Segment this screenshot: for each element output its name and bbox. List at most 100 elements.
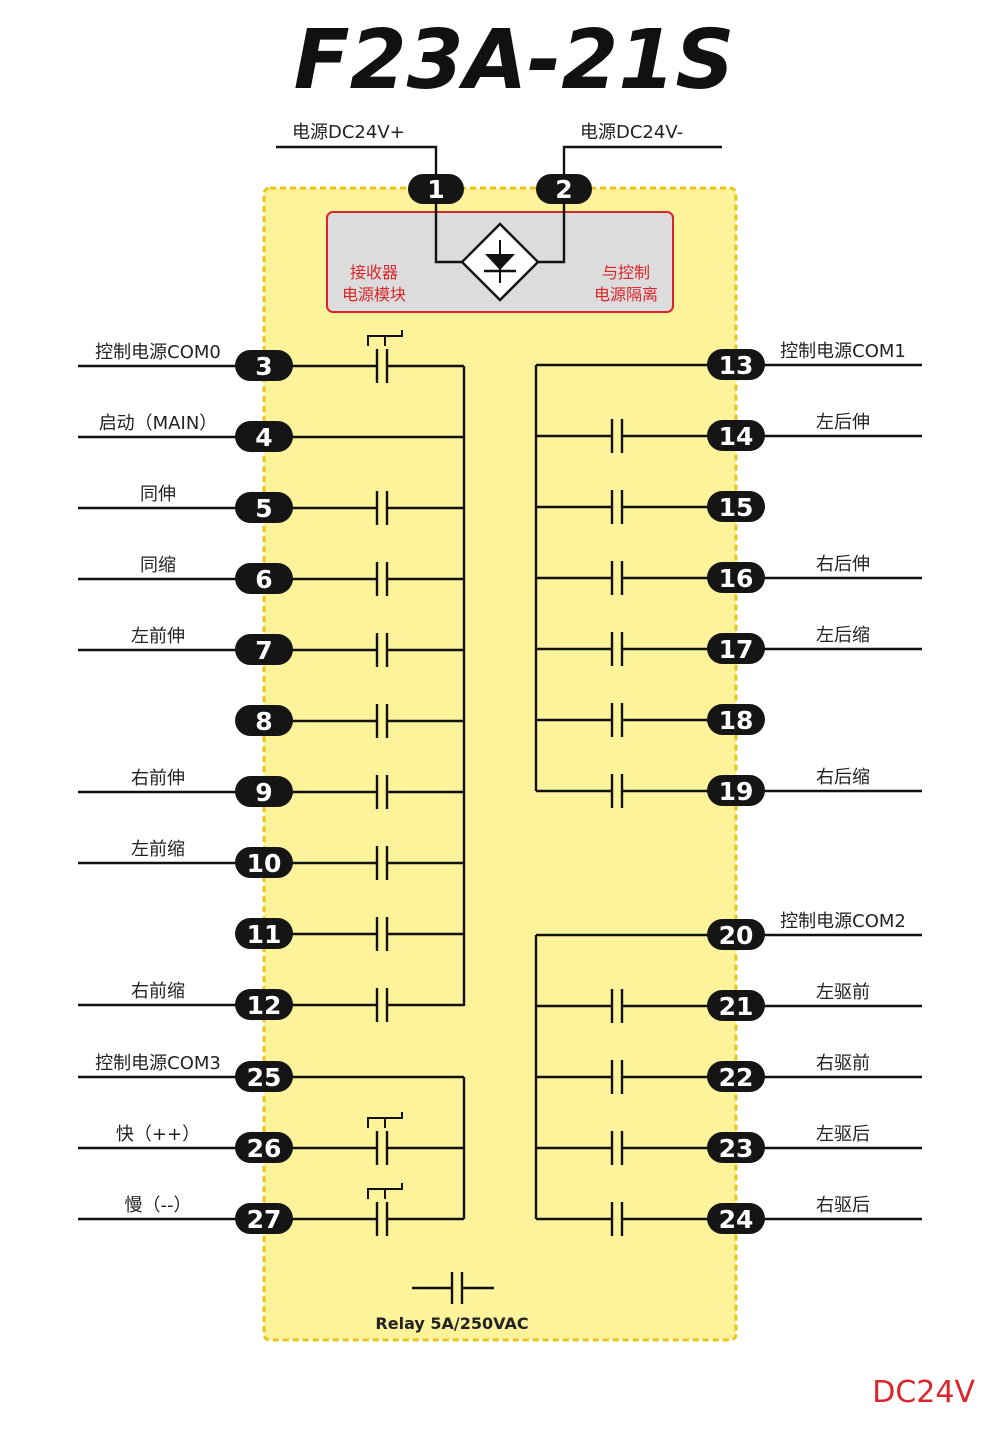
module-right-line1: 与控制 <box>602 263 650 282</box>
pin-label: 慢（--） <box>125 1195 192 1216</box>
pin-label: 右驱前 <box>816 1053 870 1074</box>
left-pin-3: 控制电源COM0 3 <box>78 330 464 383</box>
relay-legend-icon <box>412 1272 494 1304</box>
pin-number: 8 <box>255 707 272 736</box>
pin-number: 23 <box>719 1134 754 1163</box>
pin-label: 快（++） <box>116 1124 200 1145</box>
power-minus-wire <box>538 145 722 264</box>
relay-rating-label: Relay 5A/250VAC <box>375 1314 528 1333</box>
pin-number: 7 <box>255 636 272 665</box>
pin-badge <box>235 1132 293 1163</box>
pin-badge <box>707 1061 765 1092</box>
pin-number: 13 <box>719 351 754 380</box>
pin-2: 2 <box>536 174 592 204</box>
push-button-icon <box>367 1183 403 1199</box>
power-plus-label: 电源DC24V+ <box>292 122 405 143</box>
pin-badge <box>235 918 293 949</box>
pin-number: 27 <box>247 1205 282 1234</box>
pin-badge <box>707 562 765 593</box>
pin-badge <box>707 1203 765 1234</box>
pin-badge <box>408 174 464 204</box>
right-pin-19: 右后缩 19 <box>536 767 922 808</box>
pin-label: 右前缩 <box>131 981 185 1002</box>
pin-number: 11 <box>247 920 282 949</box>
rectifier-icon <box>460 222 540 302</box>
pin-label: 左驱前 <box>816 982 870 1003</box>
power-minus-label: 电源DC24V- <box>580 122 683 143</box>
right-pin-22: 右驱前 22 <box>536 1053 922 1094</box>
right-pin-24: 右驱后 24 <box>536 1195 922 1236</box>
diagram-title: F23A-21S <box>294 13 735 108</box>
pin-number: 6 <box>255 565 272 594</box>
pin-number: 4 <box>255 423 272 452</box>
left-pin-6: 同缩 6 <box>78 555 464 596</box>
pin-number: 15 <box>719 493 754 522</box>
left-pin-12: 右前缩 12 <box>78 981 464 1022</box>
pin-label: 左驱后 <box>816 1124 870 1145</box>
module-right-line2: 电源隔离 <box>594 285 658 304</box>
pin-badge <box>235 492 293 523</box>
pin-badge <box>235 847 293 878</box>
left-pin-4: 启动（MAIN） 4 <box>78 413 464 452</box>
pin-badge <box>707 704 765 735</box>
pin-number: 9 <box>255 778 272 807</box>
pin-number: 14 <box>719 422 754 451</box>
pin-number: 24 <box>719 1205 754 1234</box>
pin-badge <box>235 421 293 452</box>
left-pin-9: 右前伸 9 <box>78 768 464 809</box>
power-plus-wire <box>276 145 462 264</box>
pin-number: 19 <box>719 777 754 806</box>
pin-badge <box>536 174 592 204</box>
pin-number: 3 <box>255 352 272 381</box>
pin-number: 12 <box>247 991 282 1020</box>
pin-badge <box>235 989 293 1020</box>
pin-label: 右前伸 <box>131 768 185 789</box>
pin-label: 左后缩 <box>816 625 870 646</box>
left-pin-26: 快（++）26 <box>78 1112 464 1165</box>
pin-label: 控制电源COM0 <box>95 342 221 363</box>
right-pin-14: 左后伸 14 <box>536 412 922 453</box>
right-pin-18: 18 <box>536 703 765 737</box>
pin-badge <box>235 1203 293 1234</box>
module-left-line2: 电源模块 <box>342 285 406 304</box>
pin-number: 2 <box>555 175 572 204</box>
pin-number: 5 <box>255 494 272 523</box>
pin-label: 左前缩 <box>131 839 185 860</box>
pin-number: 25 <box>247 1063 282 1092</box>
pin-label: 同缩 <box>140 555 176 576</box>
pin-number: 16 <box>719 564 754 593</box>
pin-label: 右驱后 <box>816 1195 870 1216</box>
pin-badge <box>707 349 765 380</box>
pin-number: 18 <box>719 706 754 735</box>
right-pin-23: 左驱后 23 <box>536 1124 922 1165</box>
pin-badge <box>235 350 293 381</box>
pin-badge <box>235 776 293 807</box>
module-left-line1: 接收器 <box>350 263 398 282</box>
pin-badge <box>235 705 293 736</box>
left-pin-27: 慢（--） 27 <box>78 1183 464 1236</box>
pin-badge <box>235 1061 293 1092</box>
pin-number: 20 <box>719 921 754 950</box>
pin-badge <box>707 775 765 806</box>
push-button-icon <box>367 1112 403 1128</box>
pin-label: 控制电源COM2 <box>780 911 906 932</box>
pin-number: 22 <box>719 1063 754 1092</box>
pin-badge <box>235 634 293 665</box>
pin-badge <box>707 420 765 451</box>
pin-label: 右后缩 <box>816 767 870 788</box>
pin-number: 1 <box>427 175 444 204</box>
right-pin-20: 控制电源COM2 20 <box>536 911 922 950</box>
right-pin-15: 15 <box>536 490 765 524</box>
left-pin-8: 8 <box>235 704 464 738</box>
module-box <box>262 186 738 1342</box>
pin-label: 启动（MAIN） <box>99 413 218 434</box>
pin-label: 左后伸 <box>816 412 870 433</box>
